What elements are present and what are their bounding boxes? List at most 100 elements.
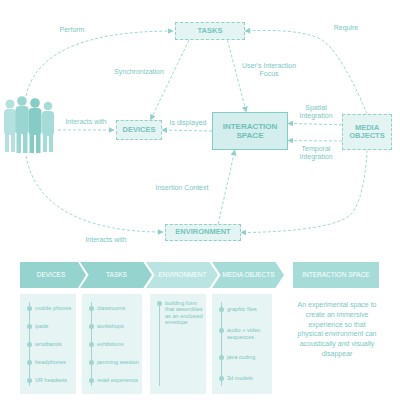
dashed-connector — [228, 40, 247, 112]
node-title: INTERACTION SPACE — [302, 271, 369, 278]
description-note: An experimental space to create an immer… — [295, 300, 379, 359]
list-item: retail experience — [82, 377, 139, 383]
list-item: java coding — [212, 354, 269, 360]
edge-label: Require — [326, 24, 366, 32]
list-item: workshops — [82, 323, 139, 329]
list-item: exhibitions — [82, 341, 139, 347]
header-box: INTERACTION SPACE — [293, 262, 379, 288]
bullet-dot — [89, 342, 94, 347]
node-title: DEVICES — [37, 271, 70, 278]
chevron-header: TASKS — [80, 262, 152, 288]
bullet-dot — [27, 324, 32, 329]
person-figure — [16, 96, 29, 153]
dashed-connector — [241, 150, 367, 233]
chevron-header: DEVICES — [20, 262, 86, 288]
chevron-fill — [80, 262, 152, 288]
flow-label: Interacts with — [60, 118, 112, 126]
person-figure — [42, 102, 54, 152]
bullet-dot — [219, 376, 224, 381]
concept-box: MEDIA OBJECTS — [342, 114, 392, 150]
item-text: exhibitions — [97, 341, 123, 347]
node-title: DEVICES — [123, 126, 156, 134]
item-text: classrooms — [97, 305, 125, 311]
bullet-dot — [219, 328, 224, 333]
list-item: VR headsets — [20, 377, 73, 383]
bullet-dot — [27, 306, 32, 311]
list-item: building form that assembles as an enclo… — [150, 300, 203, 326]
bullet-dot — [157, 301, 162, 306]
edge-label: Insertion Context — [152, 184, 212, 192]
dashed-connector — [288, 140, 342, 142]
flow-label: Perform — [52, 26, 92, 34]
bullet-dot — [219, 307, 224, 312]
central-box: INTERACTION SPACE — [212, 112, 288, 150]
chevron-fill — [20, 262, 86, 288]
node-title: MEDIA OBJECTS — [343, 124, 391, 141]
bullet-dot — [89, 360, 94, 365]
people-illustration — [4, 96, 54, 153]
list-item: graphic files — [212, 306, 269, 312]
list-item: 3d models — [212, 375, 269, 381]
list-item: headphones — [20, 359, 73, 365]
item-text: audio + video sequences — [227, 327, 260, 339]
bullet-dot — [27, 342, 32, 347]
edge-label: Is displayed — [164, 119, 212, 127]
concept-box: ENVIRONMENT — [165, 224, 241, 241]
leader-line — [58, 130, 114, 131]
item-text: wristbands — [35, 341, 62, 347]
bullet-dot — [27, 378, 32, 383]
list-item: ipads — [20, 323, 73, 329]
person-figure — [29, 98, 42, 153]
bullet-dot — [89, 324, 94, 329]
item-text: 3d models — [227, 375, 253, 381]
edge-label: Temporal Integration — [293, 145, 339, 161]
list-item: mobile phones — [20, 305, 73, 311]
item-text: retail experience — [97, 377, 138, 383]
bullet-dot — [219, 355, 224, 360]
list-item: classrooms — [82, 305, 139, 311]
node-title: ENVIRONMENT — [175, 228, 230, 236]
item-text: building form that assembles as an enclo… — [165, 300, 203, 325]
list-panel: classrooms workshops exhibitions jamming se… — [82, 294, 142, 394]
flow-label: Interacts with — [80, 236, 132, 244]
edge-label: Synchronization — [110, 68, 168, 76]
item-text: ipads — [35, 323, 48, 329]
chevron-header: MEDIA OBJECTS — [212, 262, 284, 288]
bullet-dot — [89, 306, 94, 311]
list-panel: building form that assembles as an enclo… — [150, 294, 206, 394]
list-panel: mobile phones ipads wristbands headphonesVR… — [20, 294, 76, 394]
node-title: ENVIRONMENT — [153, 271, 210, 278]
node-title: TASKS — [198, 27, 223, 35]
connector-group — [151, 30, 368, 232]
chevron-fill — [212, 262, 284, 288]
list-item: audio + video sequences — [212, 327, 269, 340]
node-title: MEDIA OBJECTS — [217, 271, 278, 278]
dashed-connector — [288, 123, 342, 124]
item-text: headphones — [35, 359, 66, 365]
item-text: graphic files — [227, 306, 257, 312]
chevron-fill — [146, 262, 218, 288]
item-text: jamming session — [97, 359, 139, 365]
list-panel: graphic files audio + video sequences java… — [212, 294, 272, 394]
item-text: java coding — [227, 354, 255, 360]
leader-line — [26, 156, 163, 232]
node-title: TASKS — [101, 271, 131, 278]
concept-box: TASKS — [175, 22, 245, 40]
item-text: VR headsets — [35, 377, 67, 383]
item-text: workshops — [97, 323, 124, 329]
item-text: mobile phones — [35, 305, 71, 311]
concept-box: DEVICES — [116, 120, 162, 140]
node-title: INTERACTION SPACE — [213, 122, 287, 140]
chevron-header: ENVIRONMENT — [146, 262, 218, 288]
person-figure — [4, 100, 16, 153]
list-item: jamming session — [82, 359, 139, 365]
list-item: wristbands — [20, 341, 73, 347]
dashed-connector — [162, 130, 212, 131]
edge-label: User's Interaction Focus — [238, 62, 300, 78]
bullet-dot — [27, 360, 32, 365]
edge-label: Spatial Integration — [293, 104, 339, 120]
leader-line — [26, 31, 173, 96]
bullet-dot — [89, 378, 94, 383]
dashed-connector — [218, 150, 235, 224]
